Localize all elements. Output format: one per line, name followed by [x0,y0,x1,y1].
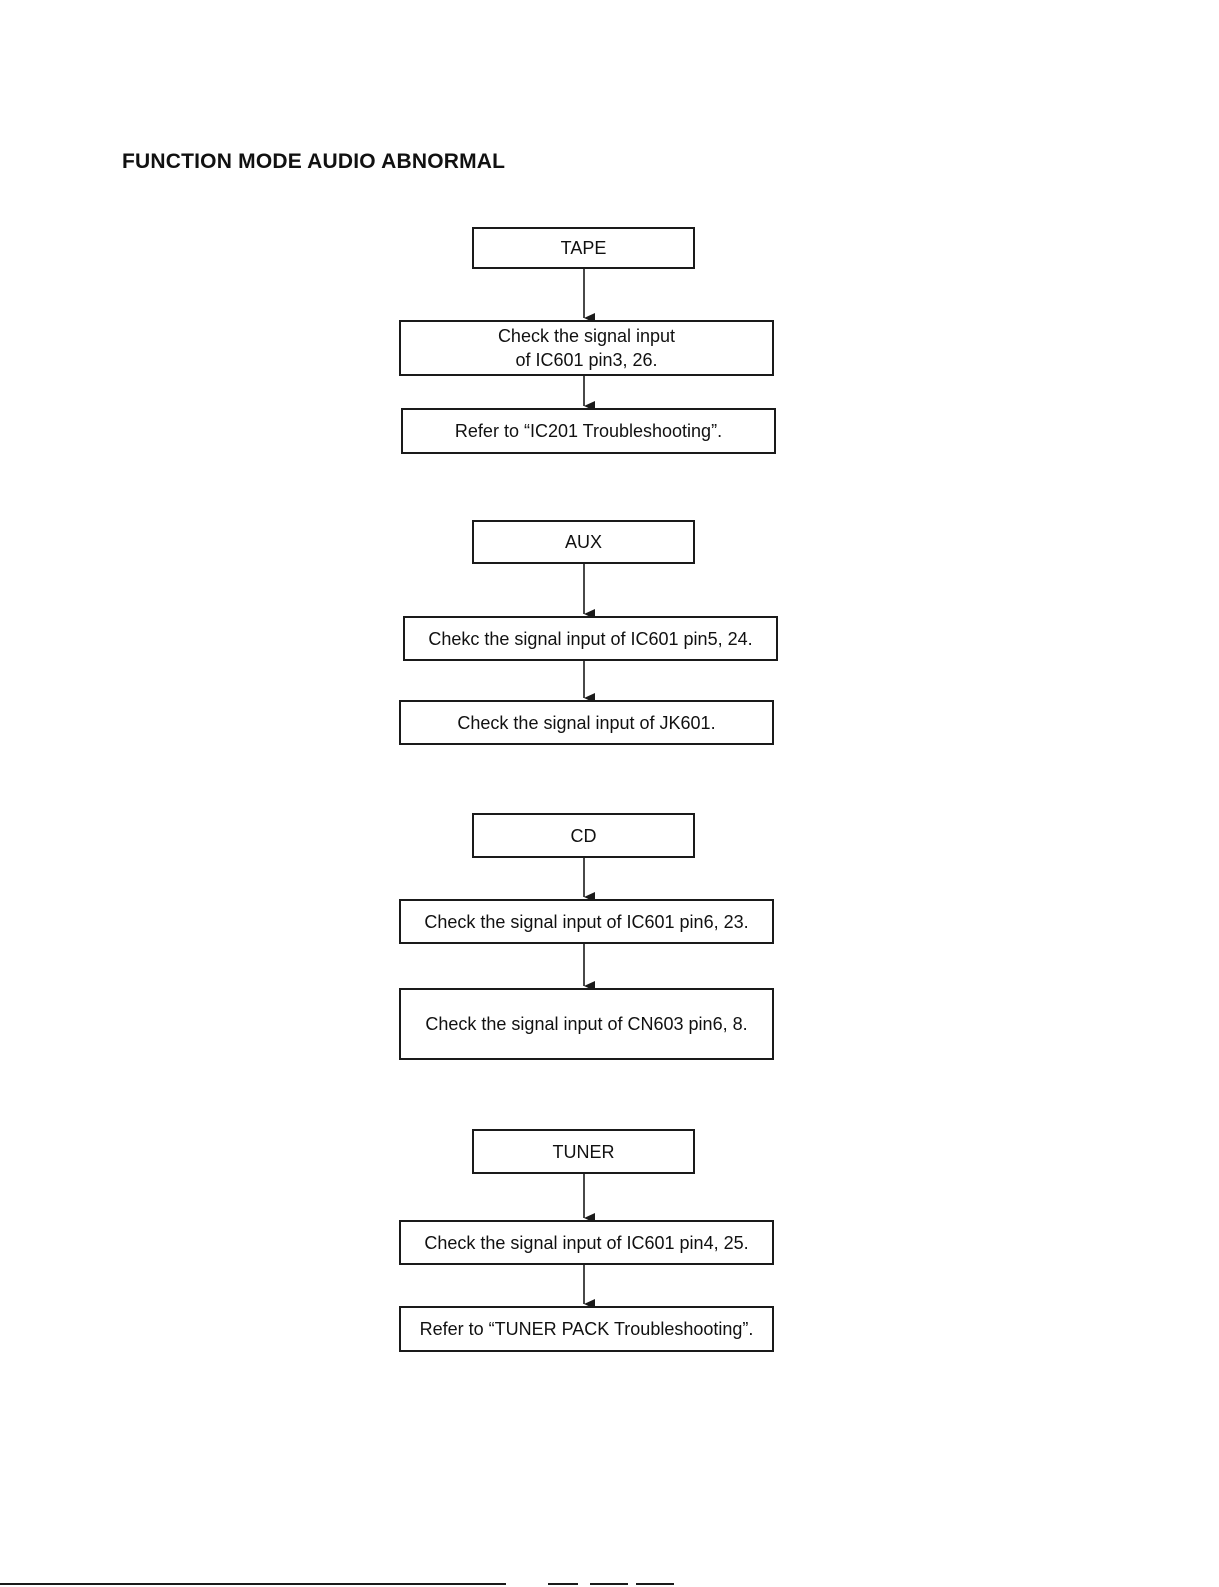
bottom-rule-dash [590,1583,628,1585]
page-title: FUNCTION MODE AUDIO ABNORMAL [122,150,506,173]
tuner-refer-box: Refer to “TUNER PACK Troubleshooting”. [399,1306,774,1352]
tape-check-box: Check the signal input of IC601 pin3, 26… [399,320,774,376]
cd-check-box: Check the signal input of IC601 pin6, 23… [399,899,774,944]
cd-connector-box: Check the signal input of CN603 pin6, 8. [399,988,774,1060]
aux-jack-box: Check the signal input of JK601. [399,700,774,745]
bottom-rule-dash [548,1583,578,1585]
aux-source-box: AUX [472,520,695,564]
bottom-rule-dash [636,1583,674,1585]
aux-check-box: Chekc the signal input of IC601 pin5, 24… [403,616,778,661]
tuner-check-box: Check the signal input of IC601 pin4, 25… [399,1220,774,1265]
bottom-rule [0,1583,506,1585]
cd-source-box: CD [472,813,695,858]
tape-refer-box: Refer to “IC201 Troubleshooting”. [401,408,776,454]
tuner-source-box: TUNER [472,1129,695,1174]
tape-source-box: TAPE [472,227,695,269]
